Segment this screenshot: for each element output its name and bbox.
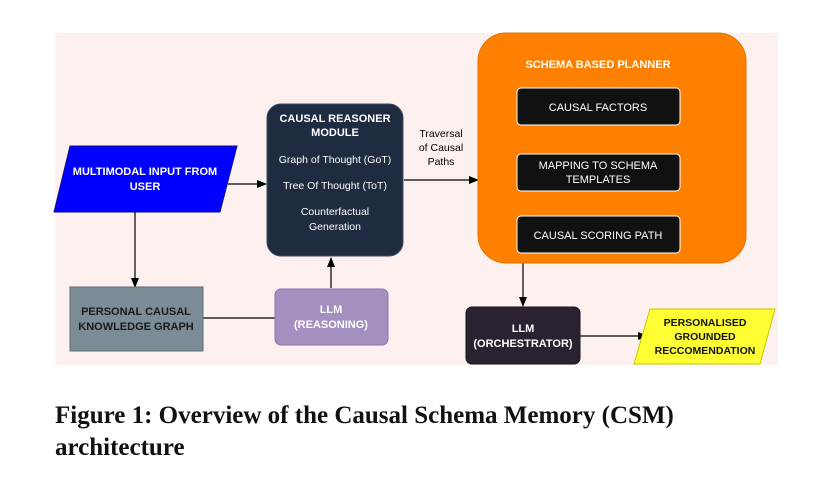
- causal-reasoner-title-line2: MODULE: [311, 127, 359, 139]
- architecture-diagram: MULTIMODAL INPUT FROM USER CAUSAL REASON…: [53, 32, 778, 365]
- llm-reasoning-label-line1: LLM: [320, 304, 343, 316]
- schema-mapping-box: [516, 153, 681, 192]
- personal-graph-node: PERSONAL CAUSAL KNOWLEDGE GRAPH: [69, 286, 204, 352]
- traversal-label-line1: Traversal: [419, 128, 462, 140]
- traversal-label-line2: of Causal: [419, 142, 463, 154]
- llm-reasoning-label-line2: (REASONING): [294, 319, 368, 331]
- traversal-edge-label: Traversal of Causal Paths: [419, 128, 463, 168]
- schema-mapping-label-line2: TEMPLATES: [566, 174, 631, 186]
- schema-mapping-label-line1: MAPPING TO SCHEMA: [539, 160, 658, 172]
- schema-planner-title: SCHEMA BASED PLANNER: [525, 59, 670, 71]
- causal-reasoner-node: CAUSAL REASONER MODULE Graph of Thought …: [266, 103, 404, 257]
- llm-reasoning-node: LLM (REASONING): [274, 288, 389, 346]
- recommendation-output-shape: [633, 308, 776, 365]
- llm-orchestrator-shape: [465, 306, 581, 365]
- llm-reasoning-shape: [274, 288, 389, 346]
- causal-reasoner-item-got: Graph of Thought (GoT): [279, 154, 391, 166]
- personal-graph-label-line2: KNOWLEDGE GRAPH: [78, 321, 194, 333]
- figure-caption: Figure 1: Overview of the Causal Schema …: [55, 402, 674, 461]
- multimodal-input-shape: [53, 145, 238, 213]
- multimodal-input-node: MULTIMODAL INPUT FROM USER: [53, 145, 238, 213]
- multimodal-input-label-line1: MULTIMODAL INPUT FROM: [73, 166, 217, 178]
- recommendation-label-line2: GROUNDED: [674, 331, 736, 343]
- recommendation-output-node: PERSONALISED GROUNDED RECCOMENDATION: [633, 308, 776, 365]
- recommendation-label-line1: PERSONALISED: [664, 317, 747, 329]
- traversal-label-line3: Paths: [428, 156, 455, 168]
- causal-reasoner-item-tot: Tree Of Thought (ToT): [283, 180, 387, 192]
- personal-graph-shape: [69, 286, 204, 352]
- causal-reasoner-title-line1: CAUSAL REASONER: [279, 113, 390, 125]
- causal-factors-label: CAUSAL FACTORS: [549, 102, 647, 114]
- llm-orchestrator-node: LLM (ORCHESTRATOR): [465, 306, 581, 365]
- causal-factors-box: [516, 87, 681, 126]
- llm-orchestrator-label-line1: LLM: [512, 323, 535, 335]
- causal-scoring-box: [516, 215, 681, 254]
- causal-reasoner-item-counterfactual-line1: Counterfactual: [301, 206, 369, 218]
- personal-graph-label-line1: PERSONAL CAUSAL: [81, 306, 191, 318]
- schema-planner-node: SCHEMA BASED PLANNER CAUSAL FACTORS MAPP…: [477, 32, 747, 264]
- llm-orchestrator-label-line2: (ORCHESTRATOR): [473, 338, 573, 350]
- recommendation-label-line3: RECCOMENDATION: [655, 345, 756, 357]
- causal-reasoner-shape: [266, 103, 404, 257]
- causal-reasoner-item-counterfactual-line2: Generation: [309, 221, 361, 233]
- multimodal-input-label-line2: USER: [130, 181, 161, 193]
- connectors: [131, 176, 648, 340]
- causal-scoring-label: CAUSAL SCORING PATH: [534, 230, 663, 242]
